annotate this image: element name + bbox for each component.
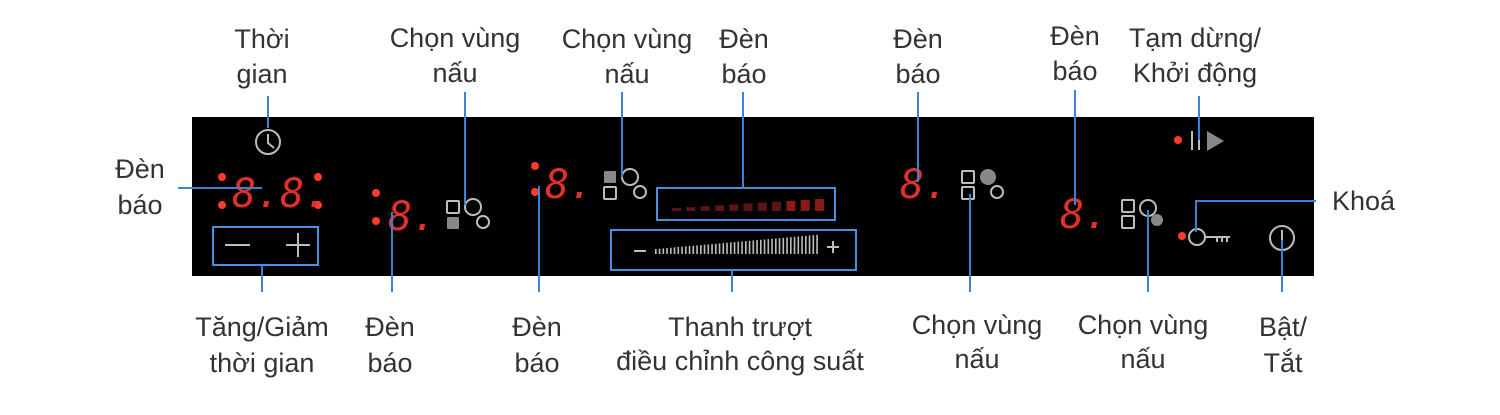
slider-tick bbox=[726, 242, 728, 254]
power-level-bar bbox=[743, 203, 753, 211]
slider-tick bbox=[688, 246, 691, 254]
power-level-bar bbox=[757, 202, 767, 211]
power-level-box bbox=[656, 187, 836, 221]
power-level-bar bbox=[800, 199, 810, 211]
timer-display: 8.8. bbox=[232, 171, 328, 217]
zone1-display: 8. bbox=[388, 194, 436, 240]
slider-tick bbox=[775, 238, 777, 254]
zone3-display: 8. bbox=[900, 162, 948, 208]
zone-selector-3[interactable] bbox=[961, 169, 1004, 200]
slider-tick bbox=[808, 235, 811, 254]
indicator-dots bbox=[218, 136, 1186, 240]
slider-tick bbox=[767, 239, 770, 254]
zone-selector-2[interactable] bbox=[603, 168, 647, 200]
slider-tick bbox=[711, 244, 713, 254]
slider-tick bbox=[760, 239, 762, 254]
plus-icon[interactable] bbox=[286, 233, 310, 257]
slider-tick bbox=[685, 246, 687, 254]
label-pause-start: Tạm dừng/Khởi động bbox=[1129, 23, 1262, 88]
power-level-bar bbox=[686, 207, 696, 211]
slider-tick bbox=[722, 243, 725, 254]
zone4-display: 8. bbox=[1060, 192, 1108, 238]
slider-tick bbox=[715, 243, 717, 254]
slider-tick bbox=[790, 237, 792, 254]
label-lock: Khoá bbox=[1332, 186, 1396, 216]
power-slider-box bbox=[610, 229, 857, 271]
label-power: Bật/Tắt bbox=[1259, 312, 1308, 378]
power-level-bar bbox=[786, 200, 796, 211]
slider-tick bbox=[771, 238, 773, 254]
power-level-bar bbox=[772, 201, 782, 211]
power-level-bar bbox=[729, 204, 739, 211]
slider-tick bbox=[658, 248, 661, 254]
power-slider[interactable] bbox=[655, 234, 818, 254]
slider-tick bbox=[662, 248, 665, 254]
slider-tick bbox=[763, 239, 766, 254]
zone2-display: 8. bbox=[545, 162, 593, 208]
zone-selector-1[interactable] bbox=[446, 198, 490, 229]
slider-tick bbox=[741, 241, 743, 254]
slider-tick bbox=[812, 235, 815, 254]
slider-tick bbox=[737, 241, 740, 254]
clock-icon[interactable] bbox=[255, 129, 281, 155]
slider-tick bbox=[655, 249, 657, 254]
power-level-bar bbox=[714, 205, 724, 211]
power-level-bar bbox=[672, 208, 681, 211]
slider-tick bbox=[718, 243, 721, 254]
slider-tick bbox=[696, 245, 698, 254]
slider-tick bbox=[793, 236, 796, 254]
slider-tick bbox=[778, 238, 781, 254]
slider-tick bbox=[797, 236, 800, 254]
power-level-bar bbox=[815, 199, 824, 211]
slider-tick bbox=[700, 245, 702, 254]
slider-tick bbox=[782, 237, 785, 254]
leader-lines bbox=[178, 90, 1316, 292]
slider-tick bbox=[692, 245, 695, 254]
slider-tick bbox=[756, 240, 758, 254]
slider-tick bbox=[677, 247, 680, 254]
slider-tick bbox=[703, 244, 706, 254]
slider-tick bbox=[805, 235, 807, 254]
slider-tick bbox=[748, 240, 751, 254]
timer-adjust-box bbox=[212, 226, 319, 266]
slider-tick bbox=[670, 247, 672, 254]
slider-tick bbox=[745, 241, 747, 254]
slider-plus-icon[interactable] bbox=[827, 241, 839, 253]
slider-tick bbox=[707, 244, 710, 254]
slider-tick bbox=[752, 240, 755, 254]
slider-tick bbox=[730, 242, 732, 254]
slider-tick bbox=[786, 237, 788, 254]
slider-tick bbox=[673, 247, 676, 254]
slider-tick bbox=[733, 242, 736, 254]
slider-tick bbox=[681, 246, 683, 254]
slider-tick bbox=[816, 234, 818, 254]
power-level-bars bbox=[672, 199, 824, 211]
power-level-bar bbox=[700, 206, 710, 211]
slider-tick bbox=[666, 248, 668, 254]
slider-tick bbox=[801, 236, 803, 254]
